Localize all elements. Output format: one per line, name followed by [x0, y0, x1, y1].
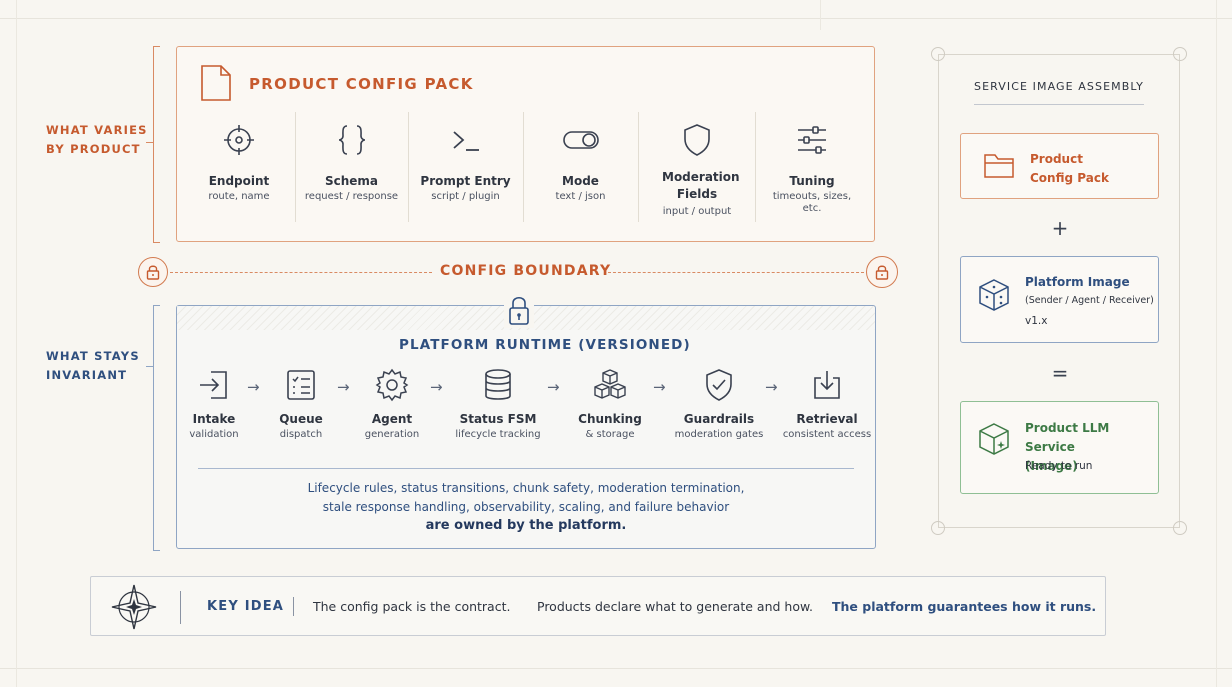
config-item-mode: Mode text / json	[527, 122, 634, 202]
list-icon	[287, 370, 315, 400]
boundary-lock-right	[866, 256, 898, 288]
download-tray-icon	[814, 371, 840, 399]
login-arrow-icon	[200, 371, 227, 399]
key-idea-text-1: The config pack is the contract.	[313, 599, 511, 614]
runtime-step-queue: Queue dispatch	[266, 368, 336, 440]
key-idea-text-2: Products declare what to generate and ho…	[537, 599, 814, 614]
sliders-icon	[798, 126, 826, 154]
config-item-endpoint: Endpoint route, name	[188, 122, 290, 202]
shield-icon	[684, 124, 710, 156]
key-idea-label: KEY IDEA	[207, 599, 285, 614]
product-llm-service-card: Product LLM Service(Image) Ready to run	[960, 401, 1159, 494]
gear-icon	[375, 368, 409, 402]
platform-runtime-panel	[176, 305, 876, 549]
assembly-title: SERVICE IMAGE ASSEMBLY	[974, 80, 1144, 93]
runtime-note-line2: stale response handling, observability, …	[322, 500, 730, 514]
braces-icon	[338, 125, 365, 155]
runtime-divider	[198, 468, 854, 469]
lock-icon	[146, 265, 160, 280]
config-item-prompt-entry: Prompt Entry script / plugin	[412, 122, 519, 202]
config-item-schema: Schema request / response	[300, 122, 403, 202]
plus-sign: +	[1051, 216, 1069, 240]
runtime-note-line1: Lifecycle rules, status transitions, chu…	[307, 481, 745, 495]
service-image-assembly-panel	[938, 54, 1180, 528]
cubes-icon	[594, 369, 626, 399]
invariant-bracket	[153, 305, 160, 551]
boundary-line-right	[608, 272, 864, 273]
product-config-pack-panel	[176, 46, 875, 242]
runtime-step-guardrails: Guardrails moderation gates	[672, 368, 766, 440]
config-pack-title: PRODUCT CONFIG PACK	[249, 75, 474, 93]
lock-icon	[875, 265, 889, 280]
runtime-note-bold: are owned by the platform.	[425, 518, 627, 533]
key-idea-text-3: The platform guarantees how it runs.	[832, 599, 1097, 614]
folder-icon	[984, 154, 1014, 178]
varies-bracket	[153, 46, 160, 243]
lock-icon	[509, 296, 529, 325]
cube-spark-icon	[979, 423, 1009, 455]
runtime-step-chunking: Chunking & storage	[574, 368, 646, 440]
equals-sign: =	[1051, 361, 1069, 385]
config-item-moderation-fields: Moderation Fields input / output	[642, 122, 752, 217]
platform-image-card: Platform Image (Sender / Agent / Receive…	[960, 256, 1159, 343]
key-idea-banner	[90, 576, 1106, 636]
runtime-step-status-fsm: Status FSM lifecycle tracking	[452, 368, 544, 440]
cube-icon	[979, 279, 1009, 311]
boundary-lock-left	[138, 257, 168, 287]
platform-runtime-title: PLATFORM RUNTIME (VERSIONED)	[399, 337, 691, 353]
runtime-step-retrieval: Retrieval consistent access	[782, 368, 872, 440]
shield-check-icon	[706, 369, 732, 401]
toggle-icon	[562, 131, 599, 149]
target-icon	[224, 125, 254, 155]
config-boundary-label: CONFIG BOUNDARY	[440, 263, 612, 279]
runtime-step-intake: Intake validation	[180, 368, 248, 440]
boundary-line-left	[170, 272, 432, 273]
compass-star-icon	[111, 584, 157, 630]
terminal-prompt-icon	[452, 131, 479, 151]
runtime-step-agent: Agent generation	[356, 368, 428, 440]
database-icon	[485, 369, 511, 400]
config-item-tuning: Tuning timeouts, sizes, etc.	[760, 122, 864, 214]
document-icon	[201, 65, 231, 101]
